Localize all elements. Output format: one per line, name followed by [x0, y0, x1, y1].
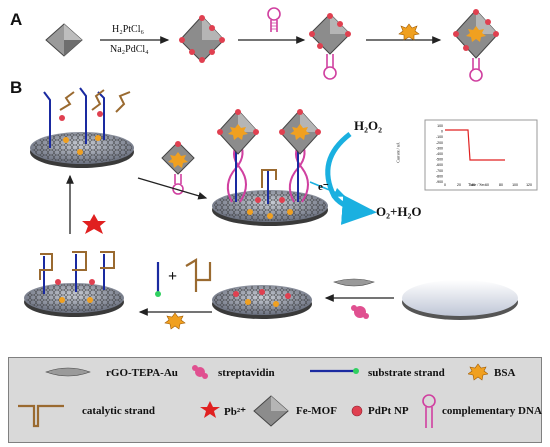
- inset-ytick: -400: [436, 152, 443, 156]
- complementary-legend-icon: [422, 394, 436, 428]
- bsa-icon-b: [164, 312, 186, 330]
- inset-ytick: -200: [436, 141, 443, 145]
- fe-mof-final: [453, 9, 499, 82]
- reagent-na2pdcl4: Na₂PdCl₄: [110, 44, 149, 55]
- inset-xtick: 100: [512, 183, 518, 187]
- arrow-b-hybridize: [137, 177, 208, 200]
- hairpin-icon-a: [267, 7, 281, 32]
- label-products: O₂+H₂O: [376, 204, 422, 219]
- catalytic-legend-icon: [18, 404, 64, 428]
- inset-ytick: -800: [436, 174, 443, 178]
- electrode-modified: [212, 285, 312, 319]
- legend-pb: Pb²⁺: [224, 406, 246, 418]
- reagent-h2ptcl6: H₂PtCl₆: [112, 24, 144, 35]
- legend-catalytic: catalytic strand: [82, 405, 156, 417]
- legend-femof: Fe-MOF: [296, 405, 337, 417]
- electrode-duplex: [24, 251, 124, 317]
- fe-mof-probe-free: [161, 141, 195, 195]
- bsa-legend-icon: [468, 363, 488, 381]
- panel-b: [24, 87, 538, 330]
- electrode-cleaved: [30, 87, 134, 168]
- inset-xtick: 20: [457, 183, 461, 187]
- fe-mof-on-electrode-2: [279, 109, 321, 155]
- inset-ytick: -700: [436, 169, 443, 173]
- fe-mof-legend-icon: [253, 395, 289, 427]
- inset-plot: [424, 119, 538, 191]
- legend-substrate: substrate strand: [368, 367, 445, 379]
- inset-ytick: 100: [437, 124, 443, 128]
- pb-icon-cleave: [82, 214, 106, 234]
- electrode-signal: [212, 109, 328, 226]
- catalysis-arrow: [325, 132, 377, 225]
- fe-mof-on-electrode-1: [217, 109, 259, 155]
- inset-ytick: -300: [436, 146, 443, 150]
- legend-bsa: BSA: [494, 367, 516, 379]
- amperometric-trace: [445, 129, 505, 161]
- panel-label-b: B: [10, 78, 23, 97]
- inset-ytick: 0: [441, 130, 443, 134]
- electrode-bare: [402, 280, 518, 320]
- pdpt-legend-icon: [351, 405, 363, 417]
- panel-label-a: A: [10, 10, 23, 29]
- substrate-legend-icon: [310, 368, 359, 374]
- plus-sign: +: [168, 268, 178, 285]
- legend-rgo: rGO-TEPA-Au: [106, 367, 178, 379]
- inset-ytick: -500: [436, 158, 443, 162]
- streptavidin-legend-icon: [192, 365, 208, 379]
- rgo-legend-icon: [45, 367, 91, 377]
- electron-arrow: [309, 181, 346, 197]
- inset-xtick: 60: [485, 183, 489, 187]
- legend-streptavidin: streptavidin: [218, 367, 275, 379]
- bsa-icon-a: [398, 23, 420, 41]
- label-electron: e⁻: [318, 181, 329, 193]
- legend-complementary: complementary DNA: [442, 405, 542, 417]
- inset-ytick: -900: [436, 180, 443, 184]
- inset-xtick: 0: [444, 183, 446, 187]
- pb-legend-icon: [200, 401, 220, 418]
- inset-xlabel: Time / Sec: [468, 182, 486, 187]
- inset-xtick: 40: [471, 183, 475, 187]
- inset-xtick: 80: [499, 183, 503, 187]
- fe-mof-bare: [45, 23, 83, 57]
- fe-mof-hairpin: [309, 13, 351, 80]
- substrate-plus-catalytic: [155, 258, 212, 297]
- inset-ylabel: Current / nA: [395, 142, 401, 163]
- fe-mof-pdpt: [179, 15, 225, 63]
- inset-xtick: 120: [526, 183, 532, 187]
- inset-ytick: -100: [436, 135, 443, 139]
- panel-a: [45, 7, 499, 82]
- label-h2o2: H₂O₂: [354, 118, 383, 133]
- rgo-sheet-icon: [333, 278, 375, 287]
- legend-pdpt: PdPt NP: [368, 405, 409, 417]
- inset-ytick: -600: [436, 163, 443, 167]
- streptavidin-icon-b: [351, 305, 369, 319]
